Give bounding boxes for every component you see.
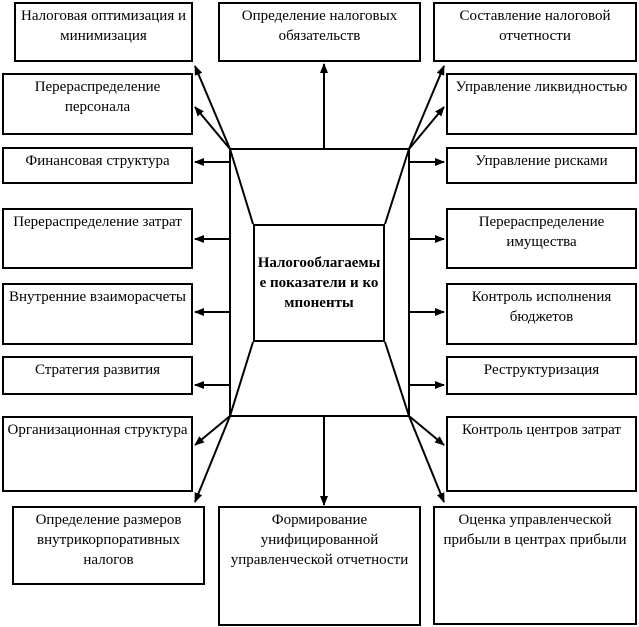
box-label: Налоговая оптимизация и минимизация xyxy=(20,8,187,44)
perspective-line xyxy=(229,148,254,225)
box-right-4: Контроль исполнения бюджетов xyxy=(446,283,637,345)
box-label: Стратегия развития xyxy=(34,362,161,378)
box-left-3: Перераспределение затрат xyxy=(2,208,193,269)
box-tax-reporting: Составление налоговой отчетности xyxy=(433,2,637,62)
arrow-top-right xyxy=(408,65,445,150)
box-label: Контроль исполнения бюджетов xyxy=(471,289,612,325)
arrow-left-6 xyxy=(194,415,231,446)
box-label: Организационная структура xyxy=(7,422,188,438)
box-label: Реструктуризация xyxy=(483,362,600,378)
arrow-bottom-right xyxy=(408,415,445,503)
box-label: Контроль центров затрат xyxy=(462,422,621,438)
arrow-right-1 xyxy=(408,106,445,150)
box-label: Определение налоговых обязательств xyxy=(241,8,398,44)
box-label: Перераспределение имущества xyxy=(478,214,605,250)
box-right-3: Перераспределение имущества xyxy=(446,208,637,269)
box-tax-obligations: Определение налоговых обязательств xyxy=(218,2,421,62)
box-left-6: Организационная структура xyxy=(2,416,193,492)
box-label: Внутренние взаиморасчеты xyxy=(9,289,186,305)
center-label: Налогооблагаемые показатели и компоненты xyxy=(257,255,381,311)
arrow-top-left xyxy=(194,65,231,150)
box-bottom-middle: Формирование унифицированной управленчес… xyxy=(218,506,421,626)
box-right-2: Управление рисками xyxy=(446,147,637,184)
box-tax-optimization: Налоговая оптимизация и минимизация xyxy=(14,2,193,62)
perspective-line xyxy=(384,148,410,225)
box-label: Формирование унифицированной управленчес… xyxy=(230,512,409,568)
arrow-left-1 xyxy=(194,106,231,150)
box-left-1: Перераспределение персонала xyxy=(2,73,193,135)
box-label: Управление ликвидностью xyxy=(455,79,628,95)
box-left-5: Стратегия развития xyxy=(2,356,193,395)
perspective-line xyxy=(384,341,410,417)
box-right-6: Контроль центров затрат xyxy=(446,416,637,492)
box-label: Перераспределение персонала xyxy=(34,79,161,115)
arrow-bottom-left xyxy=(194,415,231,503)
box-right-5: Реструктуризация xyxy=(446,356,637,395)
box-label: Перераспределение затрат xyxy=(13,214,182,230)
box-right-1: Управление ликвидностью xyxy=(446,73,637,135)
box-label: Определение размеров внутрикорпоративных… xyxy=(35,512,182,568)
perspective-line xyxy=(229,341,254,417)
arrow-right-6 xyxy=(408,415,445,446)
box-label: Управление рисками xyxy=(475,153,608,169)
box-left-4: Внутренние взаиморасчеты xyxy=(2,283,193,345)
center-box: Налогооблагаемые показатели и компоненты xyxy=(253,224,385,342)
box-label: Финансовая структура xyxy=(25,153,170,169)
box-left-2: Финансовая структура xyxy=(2,147,193,184)
box-bottom-left: Определение размеров внутрикорпоративных… xyxy=(12,506,205,585)
box-label: Составление налоговой отчетности xyxy=(459,8,611,44)
box-label: Оценка управленческой прибыли в центрах … xyxy=(443,512,627,548)
box-bottom-right: Оценка управленческой прибыли в центрах … xyxy=(433,506,637,625)
